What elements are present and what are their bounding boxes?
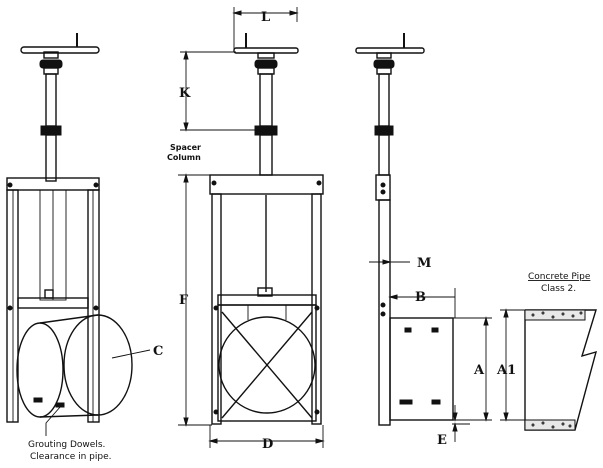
dimension-label-b: B xyxy=(415,290,426,305)
leader-c xyxy=(111,349,151,359)
handwheel-front xyxy=(233,33,299,75)
dimension-label-c: C xyxy=(153,344,163,359)
stem-side xyxy=(374,73,394,176)
thimble-plate-side xyxy=(389,317,454,421)
frame-iso xyxy=(6,177,100,423)
dimension-label-f: F xyxy=(179,293,189,308)
dimension-label-m: M xyxy=(417,256,431,271)
column-side xyxy=(375,174,391,426)
dimension-label-d: D xyxy=(262,437,273,452)
stem-iso xyxy=(40,73,62,182)
dimension-label-a: A xyxy=(473,363,485,378)
side-elevation-view: M B A E xyxy=(355,33,492,448)
spacer-column-note-line1: Spacer xyxy=(170,143,201,152)
pipe-sleeve-iso xyxy=(16,314,133,418)
dimension-label-k: K xyxy=(179,86,191,101)
dimension-label-e: E xyxy=(437,433,447,448)
front-elevation-view: L K Spacer Column F xyxy=(167,7,325,452)
grouting-note-line2: Clearance in pipe. xyxy=(30,452,112,462)
leader-grouting xyxy=(45,405,62,436)
gate-opening-front xyxy=(218,305,316,419)
frame-front xyxy=(209,174,324,425)
dimension-label-a1: A1 xyxy=(496,363,516,378)
isometric-view: C Grouting Dowels. Clearance in pipe. xyxy=(6,33,163,462)
grouting-note-line1: Grouting Dowels. xyxy=(28,440,105,450)
handwheel-iso xyxy=(20,33,100,75)
concrete-pipe-note-line1: Concrete Pipe xyxy=(528,272,591,282)
spacer-column-note-line2: Column xyxy=(167,153,201,162)
stem-front xyxy=(254,73,278,292)
handwheel-side xyxy=(355,33,425,75)
concrete-pipe-view: Concrete Pipe Class 2. A1 xyxy=(496,272,597,431)
concrete-pipe-note-line2: Class 2. xyxy=(541,284,576,294)
dimension-label-l: L xyxy=(261,10,270,25)
